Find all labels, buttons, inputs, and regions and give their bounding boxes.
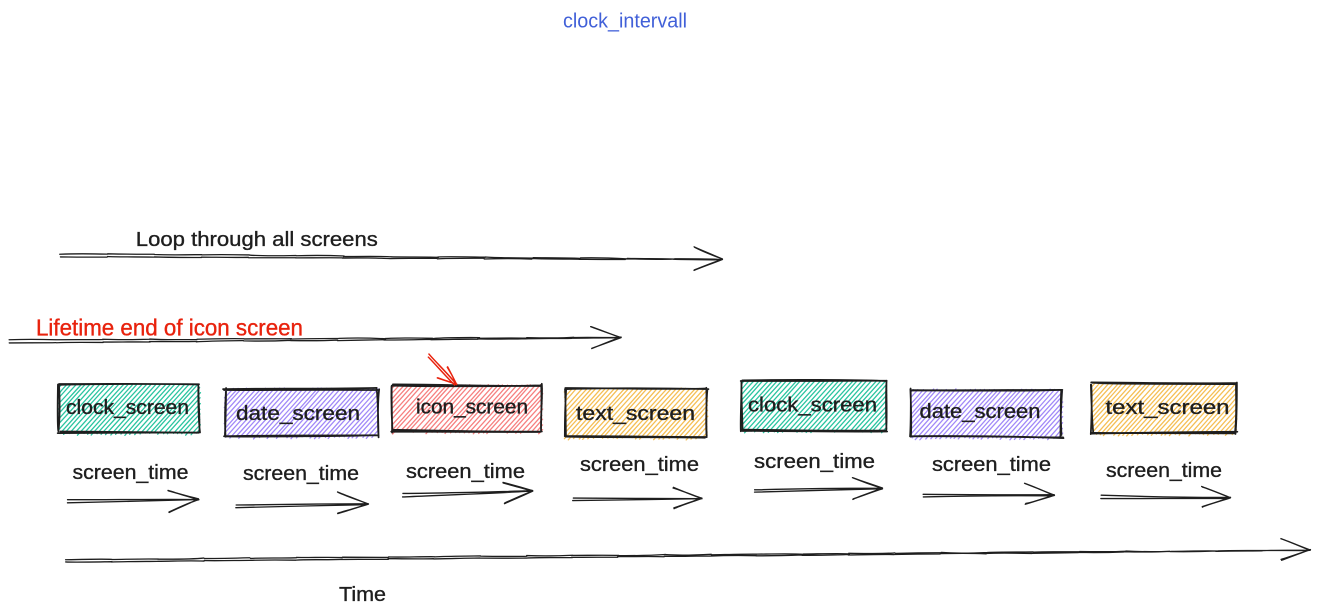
svg-text:clock_screen: clock_screen (66, 397, 189, 419)
svg-text:clock_intervall: clock_intervall (563, 11, 687, 33)
svg-text:screen_time: screen_time (243, 463, 359, 485)
svg-text:screen_time: screen_time (73, 462, 189, 484)
svg-text:screen_time: screen_time (406, 461, 525, 483)
svg-text:text_screen: text_screen (576, 403, 695, 425)
svg-text:screen_time: screen_time (754, 451, 875, 473)
svg-text:screen_time: screen_time (1106, 460, 1222, 482)
svg-text:Time: Time (339, 584, 386, 606)
svg-text:text_screen: text_screen (1106, 397, 1230, 419)
svg-text:icon_screen: icon_screen (416, 397, 528, 419)
svg-text:screen_time: screen_time (580, 454, 699, 476)
svg-text:date_screen: date_screen (236, 403, 360, 425)
svg-text:Loop through all screens: Loop through all screens (136, 229, 378, 251)
svg-text:clock_screen: clock_screen (748, 395, 877, 417)
svg-text:date_screen: date_screen (920, 401, 1041, 423)
svg-text:Lifetime end of icon screen: Lifetime end of icon screen (36, 315, 303, 341)
svg-text:screen_time: screen_time (932, 454, 1051, 476)
